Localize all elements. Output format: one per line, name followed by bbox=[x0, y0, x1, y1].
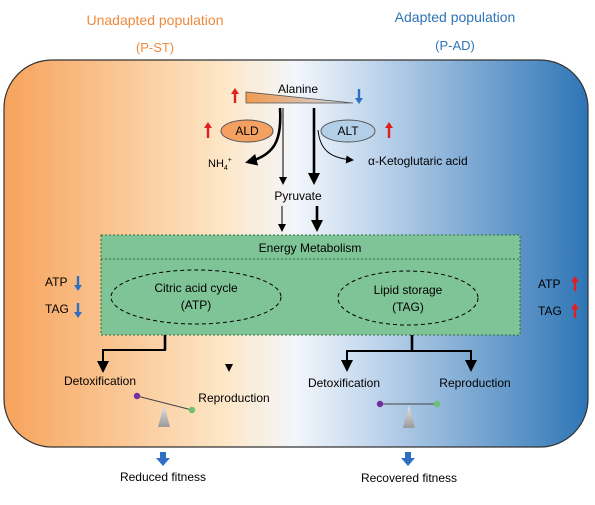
alt-to-ketoglutarate-arrow bbox=[317, 129, 354, 164]
ammonium-label: NH4+ bbox=[208, 157, 232, 172]
reduced-fitness-down-arrow-icon bbox=[156, 452, 170, 466]
right-detoxification-label: Detoxification bbox=[308, 376, 380, 390]
alanine-gradient-wedge bbox=[245, 91, 354, 104]
left-population-title: Unadapted population bbox=[86, 12, 223, 28]
energy-metabolism-box: Energy Metabolism bbox=[100, 234, 521, 336]
ald-label: ALD bbox=[235, 124, 259, 138]
alt-label: ALT bbox=[337, 124, 359, 138]
left-branch-connector bbox=[97, 335, 233, 373]
alanine-label: Alanine bbox=[278, 82, 318, 96]
right-atp-up-arrow-icon bbox=[571, 276, 579, 291]
lipid-storage-line2: (TAG) bbox=[392, 300, 424, 314]
ald-to-ammonium-arrow bbox=[245, 107, 282, 166]
left-detoxification-label: Detoxification bbox=[64, 374, 136, 388]
citric-acid-line1: Citric acid cycle bbox=[154, 281, 238, 295]
right-branch-connector bbox=[341, 335, 477, 372]
right-population-code: (P-AD) bbox=[435, 38, 475, 53]
energy-metabolism-title: Energy Metabolism bbox=[259, 241, 362, 255]
right-tag-up-arrow-icon bbox=[571, 303, 579, 318]
right-reproduction-label: Reproduction bbox=[439, 376, 510, 390]
left-reproduction-label: Reproduction bbox=[198, 391, 269, 405]
citric-acid-line2: (ATP) bbox=[181, 298, 211, 312]
pyruvate-label: Pyruvate bbox=[274, 189, 322, 203]
ald-enzyme: ALD bbox=[220, 119, 274, 143]
alanine-down-arrow-icon bbox=[355, 89, 363, 104]
right-atp-label: ATP bbox=[538, 277, 560, 291]
left-atp-label: ATP bbox=[45, 275, 67, 289]
left-population-code: (P-ST) bbox=[136, 40, 174, 55]
lipid-storage-line1: Lipid storage bbox=[374, 283, 443, 297]
alanine-up-arrow-icon bbox=[231, 88, 239, 103]
right-tag-label: TAG bbox=[538, 304, 562, 318]
left-tag-label: TAG bbox=[45, 302, 69, 316]
alt-up-arrow-icon bbox=[385, 122, 393, 138]
recovered-fitness-down-arrow-icon bbox=[401, 452, 415, 466]
citric-acid-cycle: Citric acid cycle (ATP) bbox=[110, 269, 282, 325]
ketoglutarate-label: α-Ketoglutaric acid bbox=[368, 154, 468, 168]
left-atp-down-arrow-icon bbox=[74, 276, 82, 291]
right-population-title: Adapted population bbox=[395, 9, 516, 25]
right-level-balance bbox=[376, 400, 441, 428]
recovered-fitness-label: Recovered fitness bbox=[361, 471, 457, 485]
left-tilted-balance bbox=[133, 392, 196, 427]
lipid-storage: Lipid storage (TAG) bbox=[337, 270, 479, 326]
svg-text:NH4+: NH4+ bbox=[208, 157, 232, 172]
left-tag-down-arrow-icon bbox=[74, 303, 82, 318]
ald-up-arrow-icon bbox=[204, 122, 212, 138]
reduced-fitness-label: Reduced fitness bbox=[120, 470, 206, 484]
alt-enzyme: ALT bbox=[320, 119, 376, 143]
